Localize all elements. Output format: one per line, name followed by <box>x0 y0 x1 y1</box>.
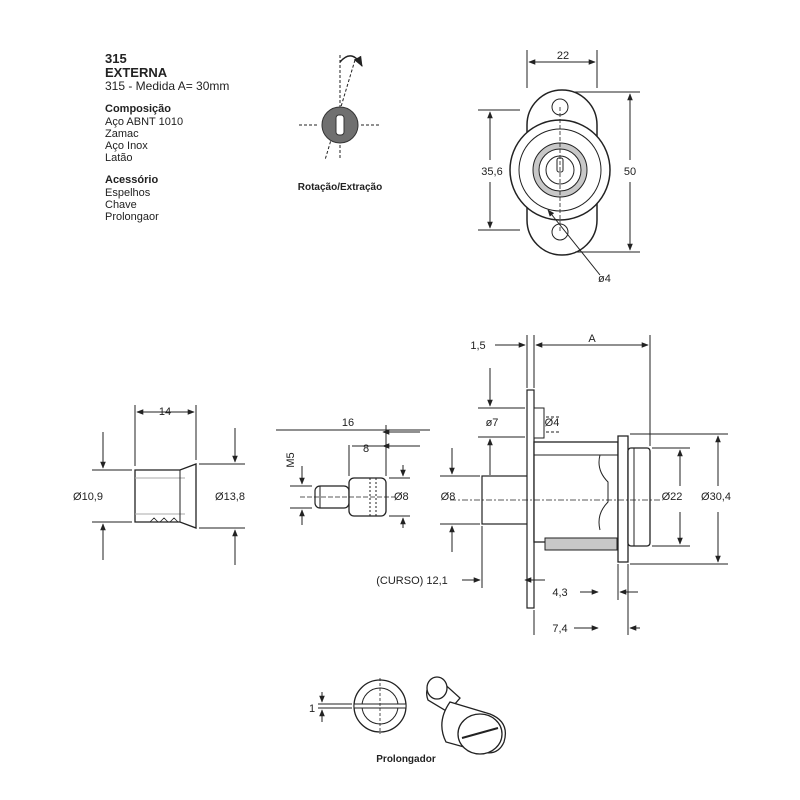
dim-extender-slot: 1 <box>309 703 315 715</box>
dim-bushing-inner: Ø10,9 <box>73 491 103 503</box>
rotation-caption: Rotação/Extração <box>298 182 382 193</box>
dim-front-width: 22 <box>557 50 569 62</box>
composition-item: Aço Inox <box>105 140 148 152</box>
dim-bolt-diameter: Ø8 <box>441 491 456 503</box>
dim-cylinder-diameter: Ø22 <box>662 491 683 503</box>
extender-perspective <box>426 676 507 755</box>
dim-flange-depth: 7,4 <box>552 623 567 635</box>
rotation-symbol <box>299 55 380 161</box>
accessory-item: Chave <box>105 199 137 211</box>
extender-slot-dimension <box>318 692 352 722</box>
dim-extender-head: 8 <box>363 443 369 455</box>
spec-panel: 315 EXTERNA 315 - Medida A= 30mm Composi… <box>105 51 230 224</box>
dim-flange-offset: 4,3 <box>552 587 567 599</box>
composition-title: Composição <box>105 103 172 115</box>
extender-dimensions <box>276 425 430 528</box>
dim-front-height-total: 50 <box>624 166 636 178</box>
dim-bushing-length: 14 <box>159 406 171 418</box>
accessory-item: Prolongaor <box>105 211 159 223</box>
bushing-dimensions <box>92 405 245 565</box>
dim-stroke: (CURSO) 12,1 <box>376 575 448 587</box>
front-dimensions <box>478 50 640 276</box>
composition-item: Zamac <box>105 128 139 140</box>
model-number: 315 <box>105 51 127 66</box>
model-type: EXTERNA <box>105 65 168 80</box>
dim-extender-length: 16 <box>342 417 354 429</box>
extender-caption: Prolongador <box>376 754 436 765</box>
dim-pin-diameter: ø7 <box>486 417 499 429</box>
dim-extender-diameter: Ø8 <box>394 491 409 503</box>
dim-extender-thread: M5 <box>285 452 297 467</box>
front-view <box>509 89 611 256</box>
composition-item: Latão <box>105 152 133 164</box>
dim-a: A <box>588 333 596 345</box>
model-description: 315 - Medida A= 30mm <box>105 79 230 93</box>
dim-front-hole: ø4 <box>598 273 611 285</box>
dim-bushing-outer: Ø13,8 <box>215 491 245 503</box>
lock-side-view <box>450 389 660 609</box>
composition-item: Aço ABNT 1010 <box>105 116 184 128</box>
lock-dimensions <box>440 335 728 635</box>
dim-front-height-inner: 35,6 <box>481 166 502 178</box>
dim-plate-thickness: 1,5 <box>470 340 485 352</box>
accessories-title: Acessório <box>105 174 159 186</box>
accessory-item: Espelhos <box>105 187 151 199</box>
dim-plate-hole: Ø4 <box>545 417 560 429</box>
extender-front-view <box>353 678 407 734</box>
dim-flange-diameter: Ø30,4 <box>701 491 731 503</box>
bushing <box>134 463 197 529</box>
extender-side <box>300 477 395 517</box>
